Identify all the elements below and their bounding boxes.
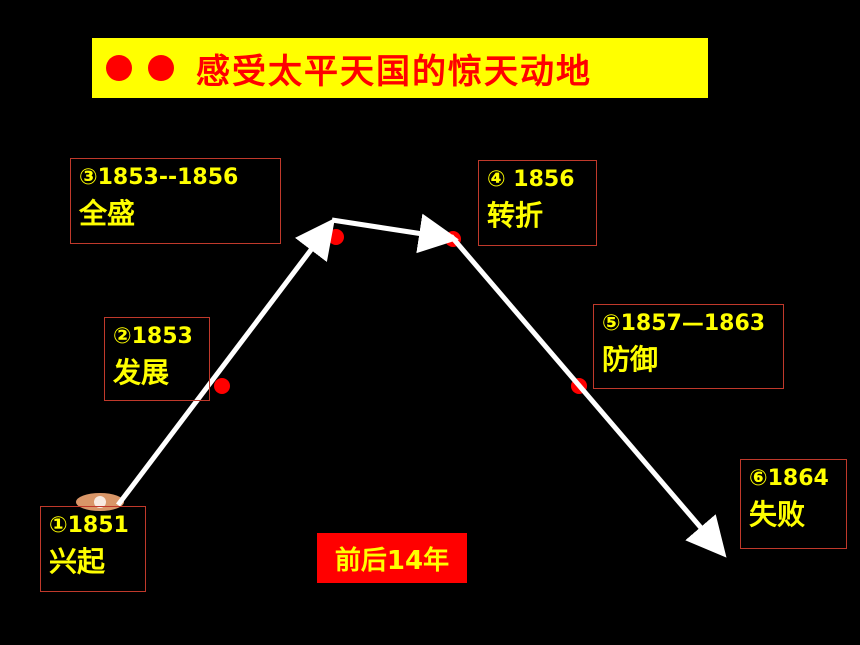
stage-5-date: ⑤1857—1863	[602, 311, 766, 336]
stage-3-box: ③1853--1856 全盛	[70, 158, 281, 244]
stage-3-name: 全盛	[79, 197, 136, 230]
stage-4-name: 转折	[487, 199, 544, 232]
red-bullet-icon	[148, 55, 174, 81]
stage-6-date: ⑥1864	[749, 466, 829, 491]
stage-6-name: 失败	[749, 498, 806, 531]
stage-3-date: ③1853--1856	[79, 165, 239, 190]
duration-badge: 前后14年	[317, 533, 467, 583]
stage-2-date: ②1853	[113, 324, 193, 349]
stage-5-box: ⑤1857—1863 防御	[593, 304, 784, 389]
stage-1-date: ①1851	[49, 513, 129, 538]
rise-arrow	[116, 218, 336, 507]
stage-1-name: 兴起	[49, 545, 106, 578]
stage-4-box: ④ 1856 转折	[478, 160, 597, 246]
stage-5-name: 防御	[602, 343, 659, 376]
peak-arrow	[331, 213, 459, 254]
stage-6-box: ⑥1864 失败	[740, 459, 847, 549]
stage-4-date: ④ 1856	[487, 167, 575, 192]
stage-1-box: ①1851 兴起	[40, 506, 146, 592]
page-title: 感受太平天国的惊天动地	[196, 51, 592, 92]
stage-2-name: 发展	[113, 356, 170, 389]
red-bullet-icon	[106, 55, 132, 81]
decline-arrow	[449, 234, 727, 558]
stage-dot-development	[214, 378, 230, 394]
stage-2-box: ②1853 发展	[104, 317, 210, 401]
title-banner: 感受太平天国的惊天动地	[92, 38, 708, 98]
stage-dot-peak	[328, 229, 344, 245]
